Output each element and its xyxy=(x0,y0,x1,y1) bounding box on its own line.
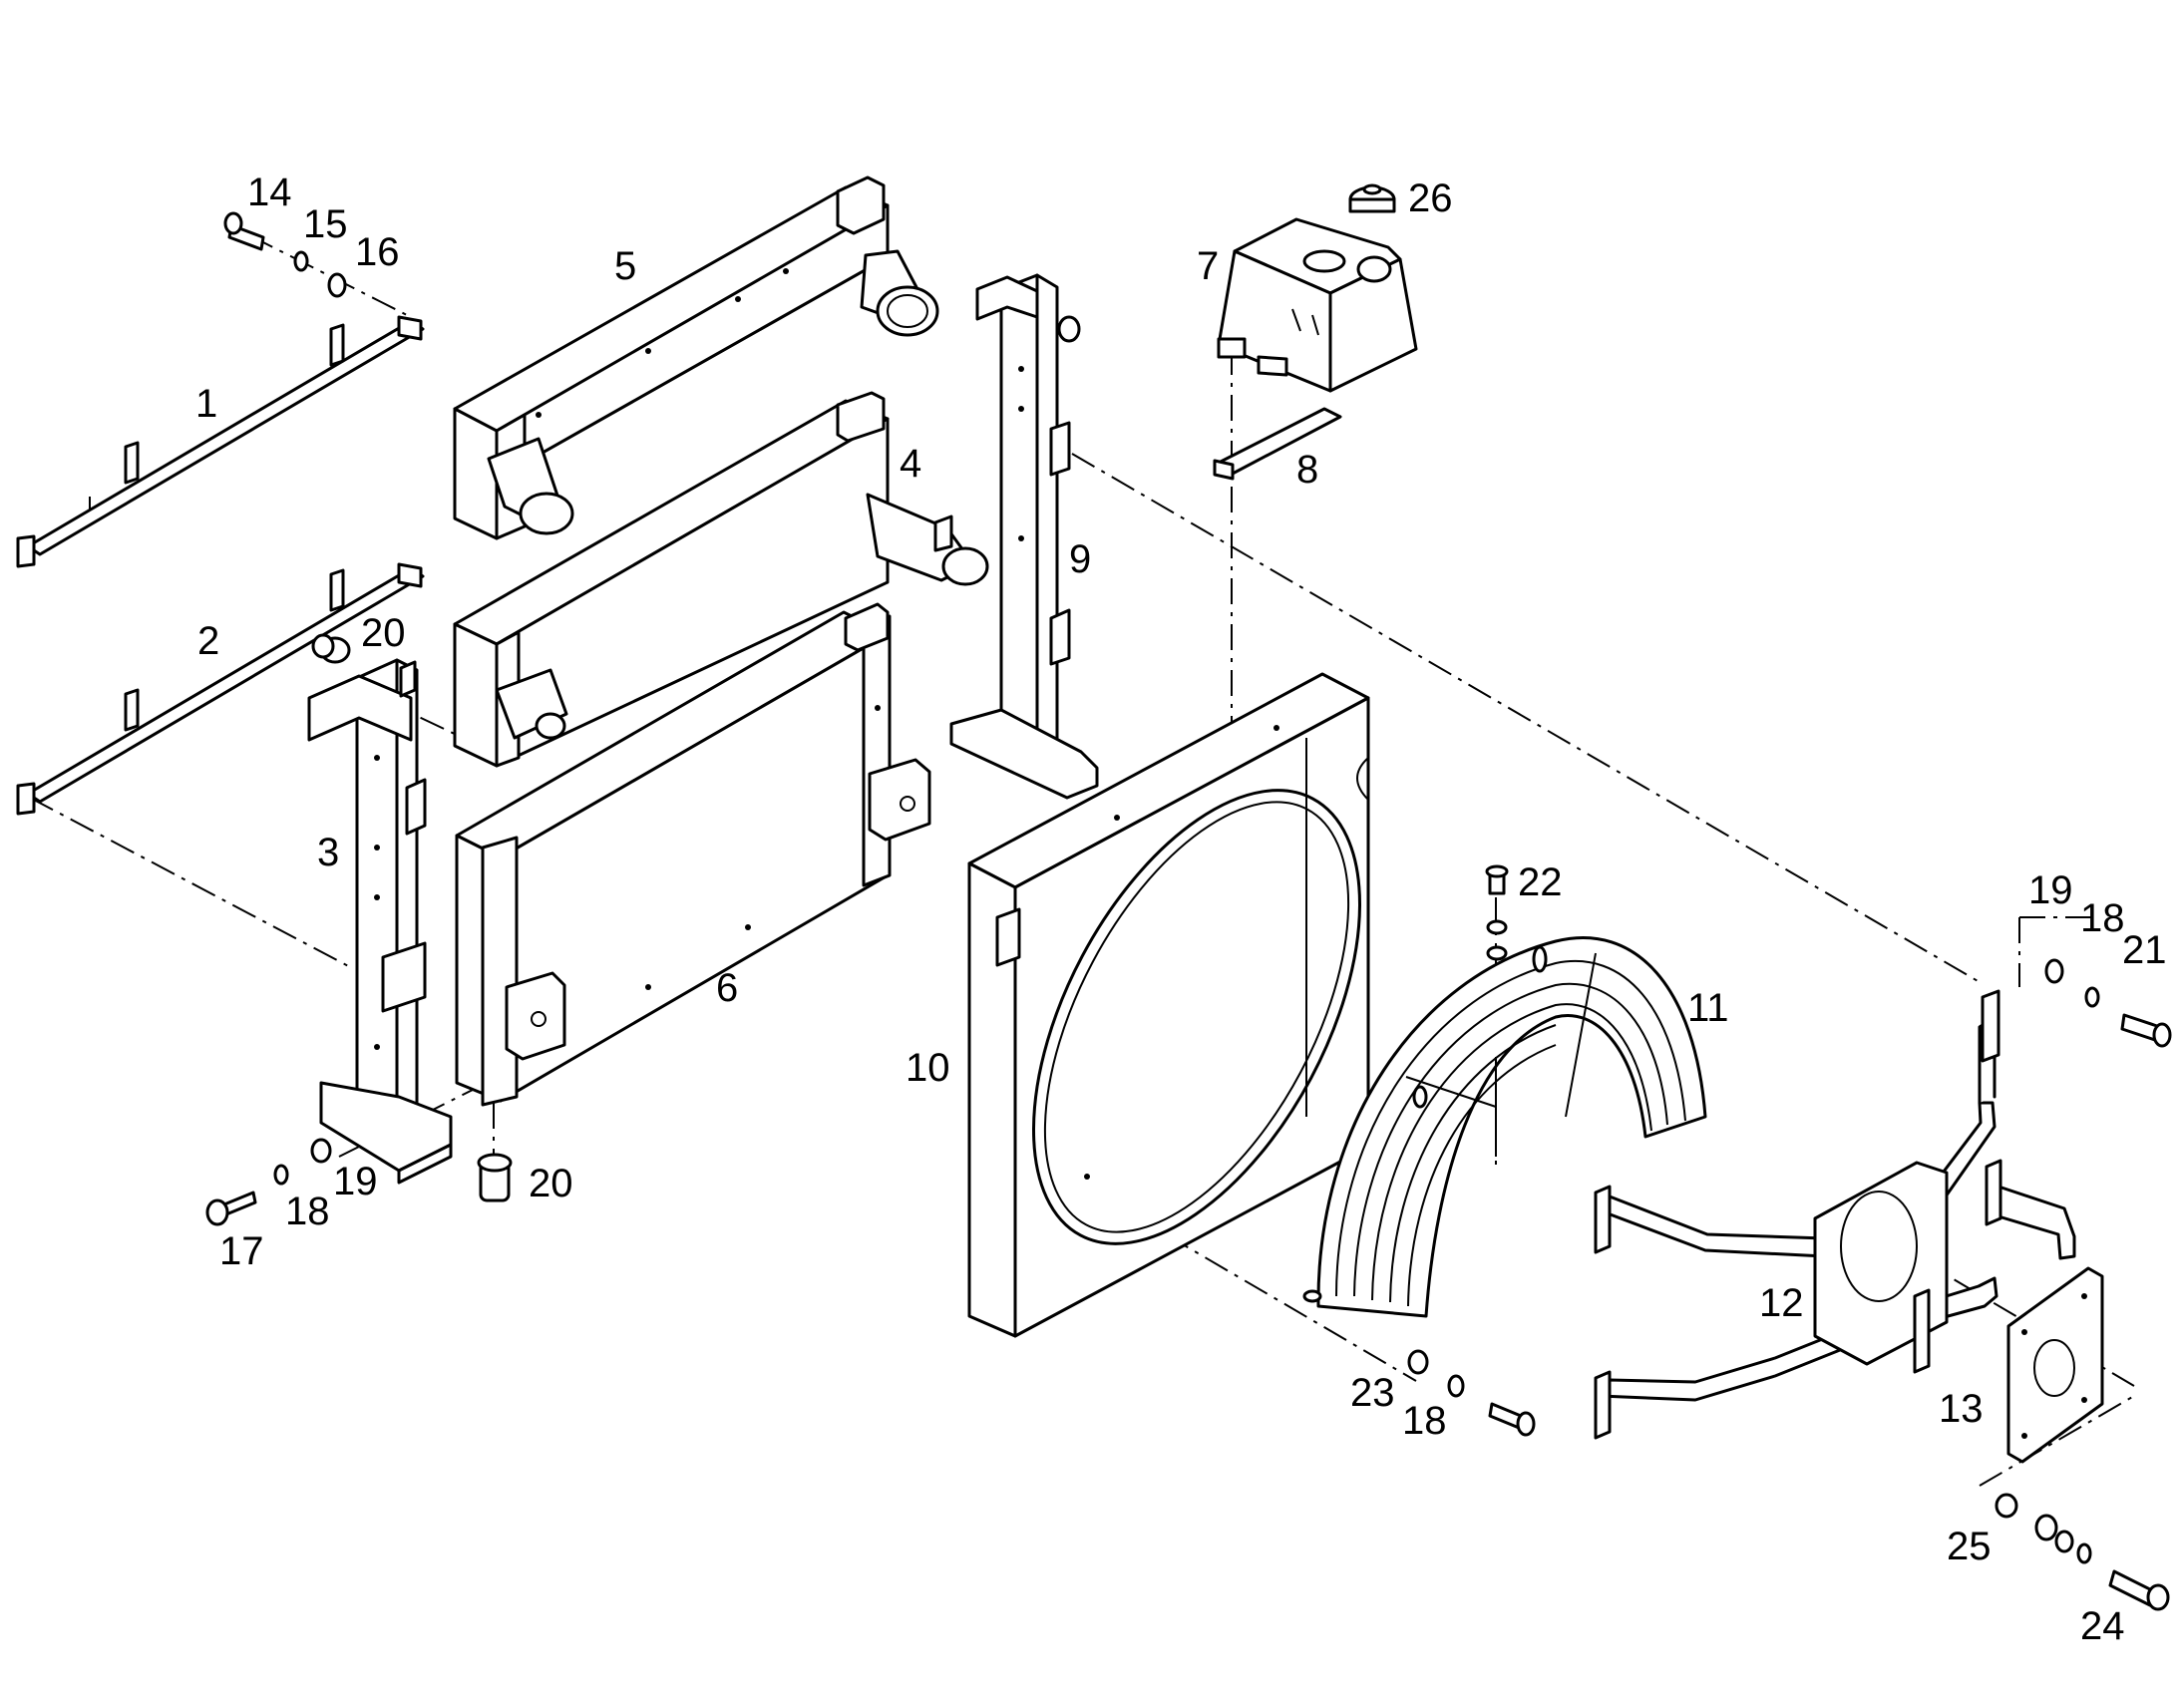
bracket-bar-upper xyxy=(16,315,425,568)
fastener-bolt-21 xyxy=(2120,1013,2172,1048)
callout-14: 14 xyxy=(247,171,292,214)
callout-11: 11 xyxy=(1687,986,1729,1030)
fastener-fitting-20-bottom xyxy=(477,1153,513,1202)
callout-6: 6 xyxy=(716,966,738,1010)
callout-20-top: 20 xyxy=(361,611,406,655)
callout-8: 8 xyxy=(1296,448,1318,492)
callout-4: 4 xyxy=(900,442,921,486)
fastener-bolt-23 xyxy=(1488,1402,1536,1437)
fastener-washer-25d xyxy=(2076,1542,2092,1564)
callout-20-bottom: 20 xyxy=(529,1162,573,1205)
fastener-washer-25b xyxy=(2034,1514,2058,1541)
callout-13: 13 xyxy=(1939,1387,1984,1431)
fastener-washer-25c xyxy=(2054,1530,2074,1553)
bracket-bar-lower xyxy=(16,562,425,816)
expansion-tank xyxy=(1217,217,1418,393)
fastener-washer-18-right xyxy=(2084,986,2100,1008)
callout-17: 17 xyxy=(219,1229,264,1273)
callout-18-left: 18 xyxy=(285,1190,330,1233)
callout-18-right: 18 xyxy=(2080,896,2125,940)
callout-23: 23 xyxy=(1350,1371,1395,1415)
fastener-washer-22a xyxy=(1486,919,1508,935)
callout-15: 15 xyxy=(303,202,348,246)
fastener-washer-25 xyxy=(1995,1493,2018,1519)
callout-7: 7 xyxy=(1197,244,1219,288)
support-right xyxy=(949,273,1099,800)
callout-19-left: 19 xyxy=(333,1160,378,1203)
tank-strap xyxy=(1213,407,1342,481)
fastener-washer-19-right xyxy=(2044,958,2064,984)
radiator-top xyxy=(453,175,939,540)
callout-21: 21 xyxy=(2122,928,2167,972)
fastener-fitting-20-top xyxy=(311,633,351,664)
fastener-washer-22b xyxy=(1486,945,1508,961)
callout-18-center: 18 xyxy=(1402,1399,1447,1443)
callout-3: 3 xyxy=(317,831,339,874)
fastener-washer-18-center xyxy=(1447,1374,1465,1398)
adapter-plate xyxy=(2006,1266,2104,1464)
support-left xyxy=(307,658,453,1185)
radiator-middle xyxy=(453,391,989,768)
fastener-bolt-17 xyxy=(205,1191,257,1226)
callout-26: 26 xyxy=(1408,176,1453,220)
fastener-washer-18-left xyxy=(273,1164,289,1186)
callout-2: 2 xyxy=(197,619,219,663)
cooler-lower xyxy=(455,602,931,1107)
fastener-washer-16 xyxy=(327,272,347,298)
fastener-washer-15 xyxy=(293,250,309,272)
callout-12: 12 xyxy=(1759,1281,1804,1325)
callout-16: 16 xyxy=(355,230,400,274)
filler-cap xyxy=(1348,183,1396,213)
callout-24: 24 xyxy=(2080,1604,2125,1648)
callout-10: 10 xyxy=(906,1046,950,1090)
callout-25: 25 xyxy=(1947,1525,1992,1568)
fan-shroud xyxy=(967,672,1370,1338)
callout-22: 22 xyxy=(1518,860,1563,904)
fastener-bolt-14 xyxy=(223,211,265,251)
fastener-bolt-24 xyxy=(2108,1569,2170,1611)
fan-guard xyxy=(1302,935,1707,1318)
callout-9: 9 xyxy=(1069,537,1091,581)
callout-1: 1 xyxy=(195,382,217,426)
fastener-washer-19-left xyxy=(310,1138,332,1164)
fan-mount-frame xyxy=(1594,989,2076,1440)
callout-19-right: 19 xyxy=(2028,868,2073,912)
fastener-bolt-22 xyxy=(1485,864,1509,895)
callout-5: 5 xyxy=(614,244,636,288)
callout-labels: 14 15 16 1 2 20 3 17 18 19 20 5 4 6 9 7 … xyxy=(195,171,2167,1648)
fastener-washer-23 xyxy=(1407,1349,1429,1375)
